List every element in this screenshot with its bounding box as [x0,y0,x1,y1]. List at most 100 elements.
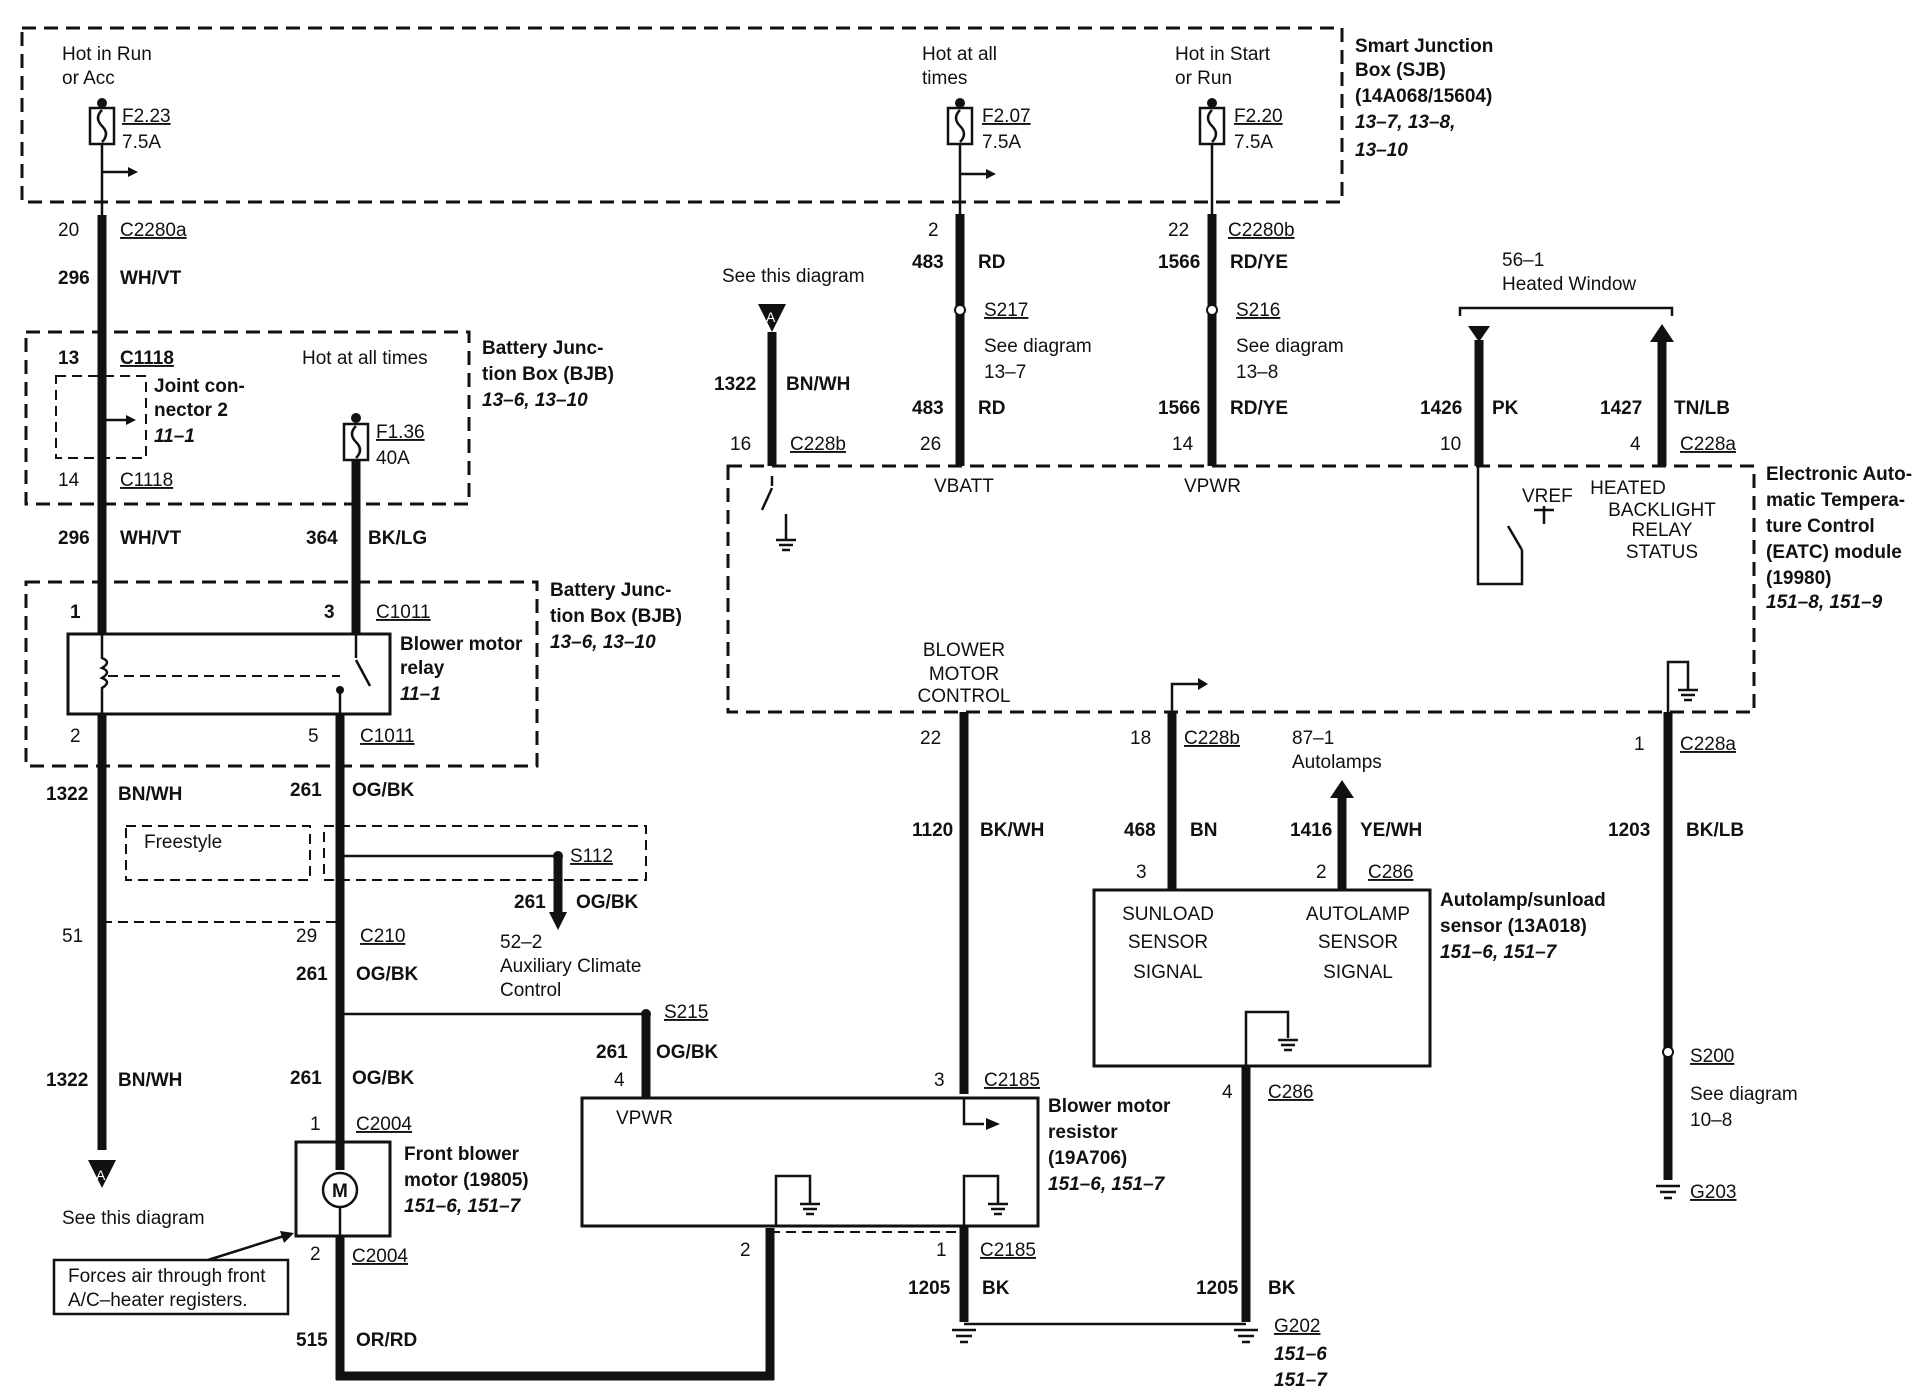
fuse-f2-07-label-2: times [922,68,967,89]
see-this-diagram-top: See this diagram [722,266,865,287]
eatc-ground-lead [1666,660,1690,712]
splice-s217-dot [954,304,966,316]
circuit-261-b: 261 [296,964,328,985]
motor-note-box [52,1258,290,1316]
pin-2-resistor: 2 [740,1240,751,1261]
battery-junction-box-relay: 1 3 C1011 Blower motor relay 11–1 2 5 C1… [24,580,682,768]
fuse-f2-20-element [1206,109,1218,143]
sensor-ground-icon [1278,1038,1298,1052]
blower-motor-relay-box [66,632,392,716]
relay-pin-3: 3 [324,602,335,623]
fuse-f2-23-dot [97,98,107,108]
color-rd-b: RD [978,398,1005,419]
splice-s216-dot [1206,304,1218,316]
conn-c228a-a: C228a [1680,434,1736,455]
sensor-box [1092,888,1432,1068]
splice-s112: S112 [570,846,613,867]
color-bn: BN [1190,820,1217,841]
resistor-control-lead [962,1098,984,1126]
color-bklg: BK/LG [368,528,427,549]
color-orrd: OR/RD [356,1330,417,1351]
resistor-ground-lead-a [774,1174,812,1226]
s112-junction-a [336,852,344,860]
sensor-sunload-3: SIGNAL [1133,962,1203,983]
joint-connector-ref: 11–1 [154,426,195,447]
aux-label-1: Auxiliary Climate [500,956,641,977]
relay-title-2: relay [400,658,445,679]
eatc-title-2: matic Tempera- [1766,490,1905,511]
color-bk-b: BK [1268,1278,1296,1299]
fuse-f2-07-element [954,109,966,143]
s216-see-2: 13–8 [1236,362,1278,383]
resistor-title-2: resistor [1048,1122,1118,1143]
motor-title-2: motor (19805) [404,1170,529,1191]
resistor-refs: 151–6, 151–7 [1048,1174,1166,1195]
pin-22-vpwr: 22 [1168,220,1189,241]
color-yewh: YE/WH [1360,820,1422,841]
circuit-261-s215: 261 [596,1042,628,1063]
ground-g203-icon [1656,1184,1680,1200]
color-bnwh-top: BN/WH [786,374,850,395]
conn-c228b-a: C228b [790,434,846,455]
sensor-refs: 151–6, 151–7 [1440,942,1558,963]
bjb-top-pin-14: 14 [58,470,80,491]
joint-connector-arrow-icon [126,415,136,425]
motor-refs: 151–6, 151–7 [404,1196,522,1217]
sjb-border [20,26,1344,204]
pin-20: 20 [58,220,79,241]
relay-switch-arm-icon [354,659,372,687]
aux-ref: 52–2 [500,932,542,953]
eatc-vref: VREF [1522,486,1573,507]
splice-s217: S217 [984,300,1028,321]
conn-c286-a: C286 [1368,862,1413,883]
eatc-sunload-lead [1170,682,1198,712]
front-blower-motor: M Front blower motor (19805) 151–6, 151–… [52,1140,775,1381]
splice-s215: S215 [664,1002,708,1023]
circuit-1322-a: 1322 [46,784,88,805]
circuit-1205-b: 1205 [1196,1278,1239,1299]
autolamps-label: Autolamps [1292,752,1382,773]
conn-c2185-b: C2185 [980,1240,1036,1261]
fuse-f2-07-rating: 7.5A [982,132,1021,153]
relay-coil-icon [99,634,109,714]
resistor-ground-lead-b [962,1174,1000,1226]
eatc-blower-2: MOTOR [929,664,999,685]
pin-29: 29 [296,926,317,947]
wire-1427-arrow-icon [1650,324,1674,342]
circuit-1205-a: 1205 [908,1278,951,1299]
circuit-1322-top: 1322 [714,374,756,395]
motor-symbol: M [332,1181,348,1202]
eatc-vpwr: VPWR [1184,476,1241,497]
resistor-ground-b-icon [988,1202,1008,1216]
s217-see-2: 13–7 [984,362,1026,383]
bjb-top-pin-13: 13 [58,348,79,369]
motor-note-1: Forces air through front [68,1266,266,1287]
s200-see-2: 10–8 [1690,1110,1732,1131]
fuse-f2-23-label-2: or Acc [62,68,115,89]
pin-1-resistor: 1 [936,1240,947,1261]
freestyle-box [125,825,311,881]
eatc-heated-2: BACKLIGHT [1608,500,1716,521]
circuit-1416: 1416 [1290,820,1332,841]
s112-box [323,825,647,881]
smart-junction-box: Smart Junction Box (SJB) (14A068/15604) … [20,26,1493,204]
circuit-1566-a: 1566 [1158,252,1200,273]
sensor-ground-lead [1244,1010,1290,1066]
color-ogbk-aux: OG/BK [576,892,639,913]
conn-c2004-b: C2004 [352,1246,408,1267]
fuse-f2-23-label-1: Hot in Run [62,44,152,65]
conn-c2185-a: C2185 [984,1070,1040,1091]
connector-a-bottom-letter: A [96,1167,106,1183]
conn-c2004-a: C2004 [356,1114,412,1135]
splice-s200-dot [1662,1046,1674,1058]
resistor-ground-a-icon [800,1202,820,1216]
color-bklb: BK/LB [1686,820,1744,841]
freestyle-label: Freestyle [144,832,222,853]
eatc-ground-icon [1678,688,1698,702]
fuse-f2-23-arrow-icon [128,167,138,177]
fuse-f2-23-element [96,109,108,143]
bjb-top-hot: Hot at all times [302,348,428,369]
ground-g202: G202 151–6 151–7 [952,1316,1328,1391]
motor-note-2: A/C–heater registers. [68,1290,248,1311]
sjb-title-3: (14A068/15604) [1355,86,1492,107]
